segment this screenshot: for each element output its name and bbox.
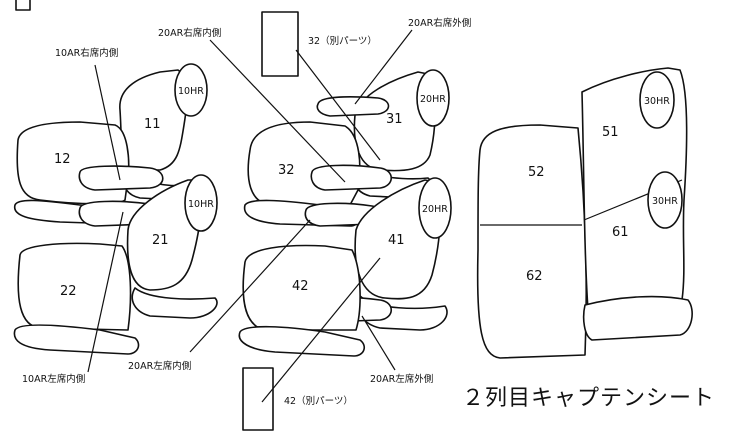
armrest-20ar-right-outer [316, 96, 390, 117]
headrest-20hr-top [416, 69, 450, 127]
label-10ar-right-inner: 10AR右席内側 [55, 47, 118, 59]
num-41: 41 [388, 233, 405, 248]
seat-21-cushion [131, 287, 218, 319]
armrest-10ar-right [78, 165, 164, 191]
label-10ar-left-inner: 10AR左席内側 [22, 373, 85, 385]
seat-21-backrest [126, 179, 202, 291]
headrest-label-10hr-bottom: 10HR [188, 199, 214, 210]
headrest-30hr-bottom [647, 171, 683, 229]
label-20ar-right-outer: 20AR右席外側 [408, 17, 471, 29]
seat-51-61-back [581, 67, 688, 311]
seat-52-62-bench [476, 124, 587, 359]
headrest-label-30hr-top: 30HR [644, 96, 670, 107]
seat-32 [247, 121, 361, 206]
seat-42-base [238, 325, 366, 357]
part-32-box [261, 11, 299, 77]
num-52: 52 [528, 165, 545, 180]
headrest-30hr-top [639, 71, 675, 129]
leader-20ar-left-inner [189, 219, 311, 353]
cropped-box [15, 0, 31, 11]
leader-32 [295, 49, 381, 161]
num-22: 22 [60, 284, 77, 299]
num-12: 12 [54, 152, 71, 167]
label-20ar-right-inner: 20AR右席内側 [158, 27, 221, 39]
leader-10ar-left [87, 211, 124, 373]
leader-42 [261, 257, 381, 403]
leader-20ar-right-outer [354, 29, 413, 105]
seat-12 [16, 121, 130, 205]
headrest-label-10hr-top: 10HR [178, 86, 204, 97]
headrest-10hr-bottom [184, 174, 218, 232]
num-62: 62 [526, 269, 543, 284]
label-part-32: 32（別パーツ） [308, 35, 377, 47]
armrest-20ar-right-inner [310, 164, 393, 191]
leader-20ar-left-outer [361, 315, 396, 371]
num-32: 32 [278, 163, 295, 178]
num-51: 51 [602, 125, 619, 140]
headrest-10hr-top [174, 63, 208, 117]
seat-42 [242, 244, 361, 331]
leader-10ar-right [94, 64, 121, 181]
leader-20ar-right-inner [209, 39, 346, 183]
headrest-label-20hr-bottom: 20HR [422, 204, 448, 215]
label-20ar-left-outer: 20AR左席外側 [370, 373, 433, 385]
num-31: 31 [386, 112, 403, 127]
num-42: 42 [292, 279, 309, 294]
bench-base [582, 295, 693, 341]
diagram-title: ２列目キャプテンシート [462, 386, 715, 411]
num-11: 11 [144, 117, 161, 132]
label-part-42: 42（別パーツ） [284, 395, 353, 407]
seat-31-backrest [353, 71, 436, 172]
num-21: 21 [152, 233, 169, 248]
headrest-label-20hr-top: 20HR [420, 94, 446, 105]
headrest-20hr-bottom [418, 177, 452, 239]
headrest-label-30hr-bottom: 30HR [652, 196, 678, 207]
part-42-box [242, 367, 274, 431]
num-61: 61 [612, 225, 629, 240]
label-20ar-left-inner: 20AR左席内側 [128, 360, 191, 372]
seat-22-base [13, 324, 140, 355]
